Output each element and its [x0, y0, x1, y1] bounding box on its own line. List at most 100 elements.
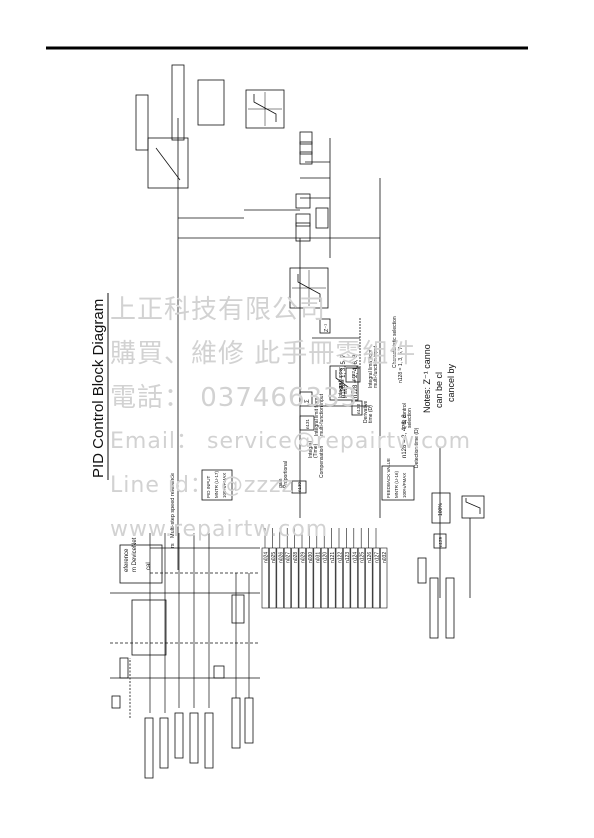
p-gain-param: n130	[297, 481, 302, 492]
fb-sel-block	[295, 222, 311, 242]
notes-line-1: Notes: Z⁻¹ canno	[422, 344, 432, 413]
z1-label: Z⁻¹	[324, 324, 330, 332]
pid-limiter	[289, 267, 329, 309]
gain-label: gain	[278, 478, 284, 488]
pid-input-mntr	[201, 469, 233, 501]
pid-input-label: PID INPUT	[206, 475, 211, 498]
rs-label: rs	[170, 543, 176, 548]
fb-pct-block	[431, 492, 451, 524]
fb-lpf-block	[315, 207, 329, 229]
param-label: n028	[293, 552, 299, 563]
n128-label-a: n128 = 1, 3, 5, 7	[341, 354, 347, 398]
param-label: n030	[308, 552, 314, 563]
multi-function-label: multi-function input	[319, 393, 325, 436]
param-label: n029	[301, 552, 307, 563]
term-box-d	[189, 712, 199, 764]
ai-terminal-2	[445, 577, 455, 639]
fb-value-range: MNTR (U-16)	[394, 471, 399, 498]
d-time-block	[345, 367, 361, 383]
integral-upper-label: Integral upper	[338, 367, 344, 398]
limit-label: limit	[343, 389, 349, 398]
param-label: n025	[271, 552, 277, 563]
fb-limiter	[461, 495, 485, 519]
diagram-title: PID Control Block Diagram	[90, 299, 107, 478]
param-label: n124	[352, 552, 358, 563]
fb-pct-label: 100%	[438, 503, 444, 516]
time-d-label: time (D)	[368, 405, 374, 423]
param-label: n120	[323, 552, 329, 563]
term-box-h	[111, 695, 121, 709]
notes-line-2: can be cl	[434, 372, 444, 408]
param-box-last	[380, 547, 388, 609]
selection-label: selection	[407, 408, 413, 428]
notes-line-3: cancel by	[446, 363, 456, 402]
fb-sum-block	[295, 193, 311, 209]
p-gain-block	[291, 480, 307, 494]
limit-block-top	[197, 79, 225, 126]
detection-label: Detection time (D)	[414, 427, 420, 468]
integral-time-label: (Time)	[313, 443, 319, 458]
int-hold-label: Integral limit from	[368, 350, 374, 388]
fb-gain-block	[299, 141, 313, 155]
diagram-body: PID Control Block Diagram	[90, 64, 485, 779]
param-label: n127	[375, 552, 381, 563]
cal-label: cal	[146, 562, 152, 570]
integral-limit-label: Integral limit from	[314, 398, 320, 436]
term-box-c	[174, 712, 184, 759]
d-time-param: n132	[351, 370, 356, 381]
n128-label-b: n128 = 2, 4, 6, 8	[353, 354, 359, 398]
integ-limit-value: n134	[339, 380, 345, 391]
accel-block	[147, 137, 189, 189]
param-label: n031	[315, 552, 321, 563]
n128-label-d: n128 = 2, 4, 6, 8	[402, 414, 408, 458]
param-label: n123	[345, 552, 351, 563]
param-label-last: n032	[382, 552, 388, 563]
term-box-f	[231, 697, 241, 749]
fb-value-mntr	[381, 465, 415, 501]
term-box-i	[119, 657, 129, 679]
soft-start-block	[135, 94, 149, 151]
fb-filter-block	[299, 151, 313, 165]
devicenet-label: m DeviceNet	[132, 537, 138, 572]
reference-label: eference	[124, 548, 130, 572]
param-label: n122	[338, 552, 344, 563]
sat-block-top	[245, 89, 285, 129]
pid-input-range: MNTR (U-17)	[214, 471, 219, 498]
term-box-b	[159, 717, 169, 769]
ai-block-a	[231, 594, 245, 624]
hold-block	[351, 400, 363, 416]
ai-block-b	[213, 665, 225, 679]
n128-label-c: n128 = 1, 3, 5, 7	[398, 347, 404, 383]
compensation-label: Compensation	[319, 446, 325, 478]
param-label: n026	[278, 552, 284, 563]
fb-bias-block	[299, 131, 313, 145]
ai-terminal-3	[417, 557, 427, 584]
characteristic-label: Characteristic selection	[392, 316, 398, 368]
pid-control-label: PID control	[402, 403, 408, 428]
derivative-label: Derivative	[363, 401, 369, 423]
term-box-g	[244, 697, 254, 744]
param-label: n126	[367, 552, 373, 563]
ai-terminal-1	[429, 577, 439, 639]
pid-input-pct: 100%/FMAX	[222, 473, 227, 498]
integrator-block	[329, 365, 359, 401]
i-time-param: n131	[305, 418, 310, 429]
accel-ramp	[155, 147, 181, 181]
fb-sel-block-2	[295, 213, 311, 227]
input-cal-block	[119, 544, 163, 584]
fb-value-pct: 100%/FMAX	[402, 473, 407, 498]
freq-ref-block	[131, 599, 167, 656]
sum-label-1: Σ	[305, 399, 311, 403]
param-label: n024	[264, 552, 270, 563]
term-box-e	[204, 712, 214, 769]
hold-param: n133	[356, 403, 361, 414]
integral-label: Integral	[308, 441, 314, 458]
param-label: n027	[286, 552, 292, 563]
multistep-label: Multi-step speed reference	[170, 473, 176, 538]
z1-block	[319, 318, 331, 334]
int-hold-label-2: multi-function input	[373, 345, 379, 388]
fb-value-label: FEEDBACK VALUE	[386, 458, 391, 498]
